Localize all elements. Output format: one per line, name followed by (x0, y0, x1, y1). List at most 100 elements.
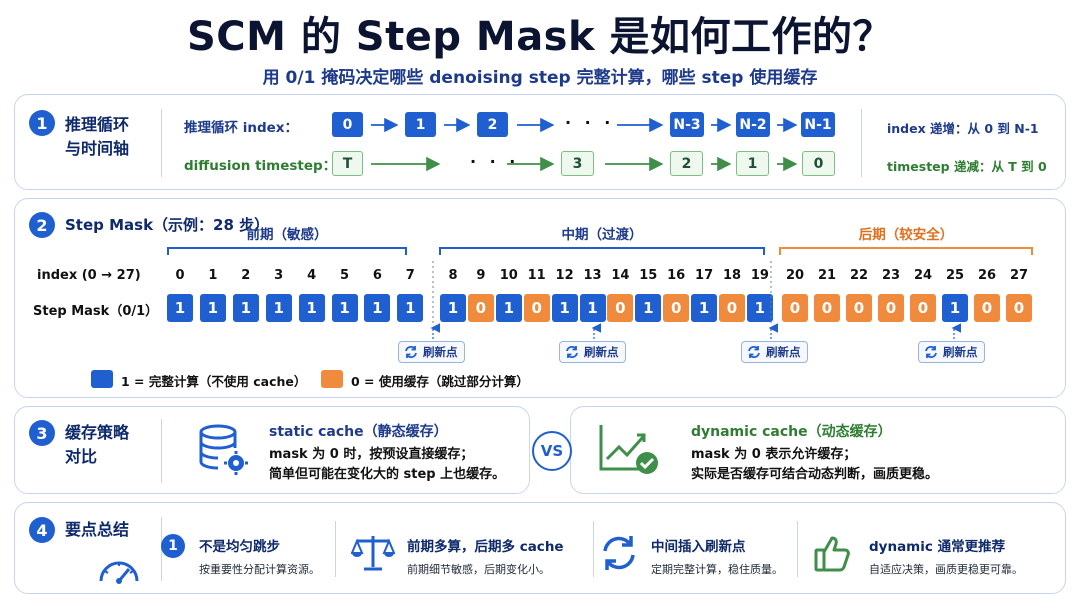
section-number-badge: 2 (29, 212, 55, 238)
section-title: Step Mask（示例：28 步） (65, 216, 270, 234)
refresh-point-tag: 刷新点 (398, 341, 465, 363)
legend-zero-label: 0 = 使用缓存（跳过部分计算） (351, 374, 529, 389)
mask-cell-compute: 1 (551, 294, 578, 322)
mask-cell-compute: 1 (942, 294, 968, 322)
point-text: 按重要性分配计算资源。 (199, 563, 320, 576)
mask-cell-cache: 0 (523, 294, 550, 322)
index-row-label: 推理循环 index： (184, 120, 298, 136)
point-title: 前期多算，后期多 cache (407, 539, 564, 555)
step-index-label: 19 (750, 268, 769, 283)
mask-cell-compute: 1 (232, 294, 259, 322)
step-index-label: 13 (583, 268, 602, 283)
point-title: dynamic 通常更推荐 (869, 539, 1006, 555)
mask-cell-cache: 0 (663, 294, 690, 322)
phase-late-bracket (779, 247, 1033, 249)
step-index-label: 24 (913, 268, 933, 283)
index-box: N-2 (736, 112, 770, 137)
mask-cell-compute: 1 (364, 294, 391, 322)
static-cache-title: static cache（静态缓存） (269, 424, 448, 440)
mask-cell-compute: 1 (167, 294, 193, 322)
divider (593, 521, 594, 577)
divider (161, 109, 162, 177)
mask-cell-cache: 0 (814, 294, 840, 322)
timestep-row-label: diffusion timestep： (184, 158, 337, 174)
index-box: 0 (332, 112, 363, 137)
panel-timeline: 1 推理循环与时间轴 推理循环 index： diffusion timeste… (14, 94, 1066, 190)
refresh-icon (925, 346, 937, 358)
dynamic-cache-title: dynamic cache（动态缓存） (691, 424, 892, 440)
phase-late-label: 后期（较安全） (858, 227, 954, 243)
index-box: 2 (477, 112, 508, 137)
refresh-icon (566, 346, 578, 358)
phase-mid-label: 中期（过渡） (561, 227, 643, 243)
legend-one-label: 1 = 完整计算（不使用 cache） (121, 374, 307, 389)
legend-swatch-one (91, 370, 113, 388)
step-index-label: 8 (448, 268, 458, 283)
step-index-label: 23 (881, 268, 901, 283)
mask-cell-compute: 1 (691, 294, 718, 322)
timestep-note: timestep 递减：从 T 到 0 (887, 159, 1047, 174)
mask-cell-cache: 0 (782, 294, 808, 322)
panel-dynamic-cache: dynamic cache（动态缓存） mask 为 0 表示允许缓存； 实际是… (570, 406, 1066, 494)
mask-cell-compute: 1 (199, 294, 226, 322)
step-index-label: 21 (817, 268, 837, 283)
trend-chart-check-icon (599, 425, 658, 474)
ellipsis: · · · (470, 152, 520, 171)
index-note: index 递增：从 0 到 N-1 (887, 121, 1039, 136)
panel-key-points: 4 要点总结 1 不是均匀跳步 按重要性分配计算资源。 前期多算，后期多 cac… (14, 502, 1066, 594)
point-text: 自适应决策，画质更稳更可靠。 (869, 563, 1023, 576)
refresh-icon (748, 346, 760, 358)
mask-cell-cache: 0 (846, 294, 872, 322)
phase-mid-bracket (439, 247, 765, 249)
step-index-label: 15 (639, 268, 658, 283)
divider (861, 109, 862, 177)
step-index-label: 20 (785, 268, 805, 283)
step-index-label: 0 (175, 268, 185, 283)
mask-cell-compute: 1 (331, 294, 358, 322)
mask-cell-cache: 0 (719, 294, 745, 322)
mask-cell-cache: 0 (974, 294, 1000, 322)
section-number-badge: 4 (29, 517, 55, 543)
mask-cell-compute: 1 (579, 294, 606, 322)
step-index-label: 26 (977, 268, 997, 283)
step-index-label: 12 (555, 268, 574, 283)
step-index-label: 7 (405, 268, 415, 283)
panel-step-mask: 2 Step Mask（示例：28 步） 前期（敏感） 中期（过渡） 后期（较安… (14, 198, 1066, 398)
step-index-label: 3 (274, 268, 284, 283)
static-cache-desc-2: 简单但可能在变化大的 step 上也缓存。 (269, 467, 506, 482)
number-one-icon: 1 (161, 534, 185, 558)
section-title: 缓存策略对比 (65, 423, 130, 466)
timestep-box: 0 (802, 151, 835, 176)
index-box: 1 (405, 112, 436, 137)
step-index-label: 5 (339, 268, 350, 283)
step-index-label: 27 (1009, 268, 1029, 283)
refresh-point-tag: 刷新点 (741, 341, 808, 363)
mask-cell-compute: 1 (746, 294, 773, 322)
step-index-label: 11 (527, 268, 546, 283)
vs-badge: VS (532, 431, 572, 471)
mask-cell-compute: 1 (495, 294, 522, 322)
divider (335, 521, 336, 577)
legend-swatch-zero (321, 370, 343, 388)
panel-cache-strategy: 3 缓存策略对比 static cache（静态缓存） mask 为 0 时，按… (14, 406, 530, 494)
mask-cell-compute: 1 (298, 294, 325, 322)
step-index-label: 4 (307, 268, 317, 283)
phase-early-label: 前期（敏感） (246, 227, 328, 243)
mask-cell-compute: 1 (397, 294, 424, 322)
step-index-label: 1 (208, 268, 218, 283)
refresh-icon (405, 346, 417, 358)
section-title: 要点总结 (65, 520, 130, 539)
page-subtitle: 用 0/1 掩码决定哪些 denoising step 完整计算，哪些 step… (262, 68, 818, 88)
section-number-badge: 3 (29, 420, 55, 446)
balance-scale-icon (351, 536, 395, 571)
step-index-label: 18 (722, 268, 742, 283)
point-text: 定期完整计算，稳住质量。 (651, 563, 783, 576)
dynamic-cache-desc-2: 实际是否缓存可结合动态判断，画质更稳。 (691, 467, 939, 482)
static-cache-desc-1: mask 为 0 时，按预设直接缓存； (269, 447, 474, 462)
page-title: SCM 的 Step Mask 是如何工作的？ (186, 14, 894, 60)
step-index-label: 16 (667, 268, 686, 283)
mask-row-label: Step Mask（0/1） (33, 304, 159, 319)
thumbs-up-icon (814, 536, 850, 572)
refresh-arrows-icon (603, 536, 635, 570)
refresh-point-tag: 刷新点 (559, 341, 626, 363)
